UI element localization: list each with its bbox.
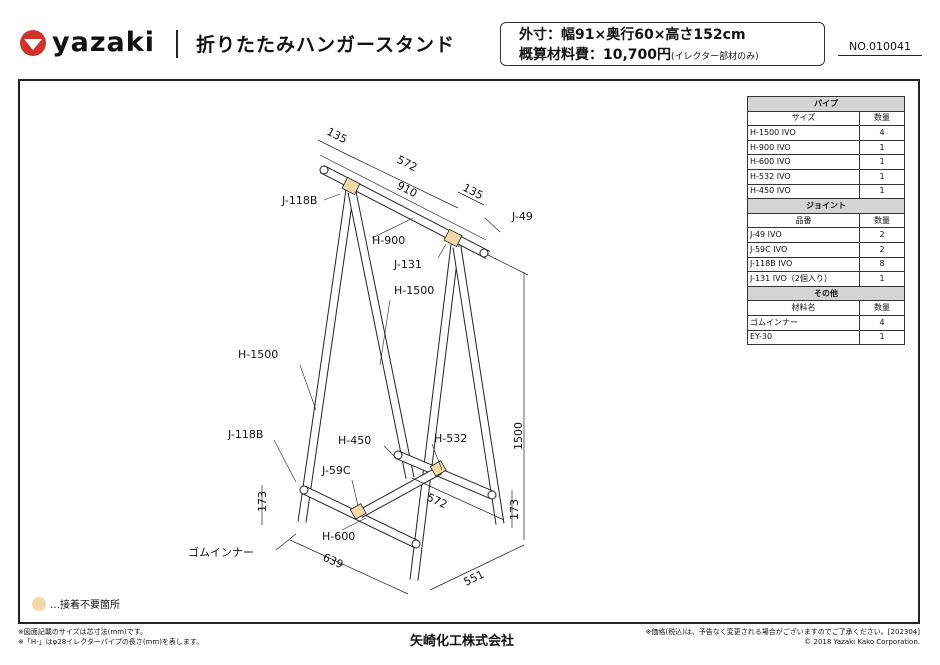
pipe-name: H-600 IVO [747,154,860,170]
other-qty: 4 [859,314,905,331]
joint-col-qty: 数量 [859,212,905,229]
drawing-frame [18,79,920,624]
footer-right: ※価格(税込)は、予告なく変更される場合がございますのでご了承ください。[202… [645,627,920,647]
dim-173-right: 173 [508,499,521,520]
label-h900: H-900 [372,234,405,247]
label-h450: H-450 [338,434,371,447]
joint-markers [299,165,497,549]
price-note: ※価格(税込)は、予告なく変更される場合がございますのでご了承ください。[202… [645,628,920,636]
company-name: 矢崎化工株式会社 [410,634,515,649]
section-pipes: パイプ [747,96,905,112]
label-rubber: ゴムインナー [188,545,254,559]
footer-notes: ※図面記載のサイズは芯寸法(mm)です。 ※「H-」はφ28イレクターパイプの長… [18,627,203,647]
other-col-material: 材料名 [747,300,860,316]
pipe-qty: 1 [859,183,905,200]
dim-1500: 1500 [512,422,525,450]
pipe-qty: 1 [859,154,905,170]
joint-j49-right [479,248,489,258]
dim-173-left: 173 [256,491,269,512]
spec-cost-note: (イレクター部材のみ) [671,52,759,62]
joint-col-part: 品番 [747,212,860,229]
spec-size: 外寸：幅91×奥行60×高さ152cm [519,27,746,43]
logo-text: yazaki [52,27,155,58]
joint-qty: 1 [859,271,905,287]
joint-j118b-b [411,539,421,549]
page-title: 折りたたみハンガースタンド [196,34,456,56]
dim-572-base: 572 [425,491,449,511]
label-j131: J-131 [393,258,422,271]
joint-j118b-d [487,490,497,500]
spec-cost-line: 概算材料費：10,700円(イレクター部材のみ) [519,45,824,67]
pipe-name: H-450 IVO [747,183,860,200]
footer-note-2: ※「H-」はφ28イレクターパイプの長さ(mm)を表します。 [18,638,204,646]
product-number: NO.010041 [838,40,922,56]
other-name: ゴムインナー [747,314,860,331]
label-h1500-right: H-1500 [394,284,434,297]
label-j49: J-49 [511,210,533,223]
dim-551: 551 [462,568,487,589]
dim-639: 639 [321,551,345,571]
copyright: © 2018 Yazaki Kako Corporation. [804,638,920,646]
joint-j59c-right [429,460,447,477]
joint-j131-right [443,228,463,248]
joint-name: J-118B IVO [747,256,860,273]
joint-j131-left [341,176,361,196]
pipe-col-size: サイズ [747,110,860,127]
joint-name: J-49 IVO [747,227,860,243]
joint-qty: 2 [859,241,905,258]
legend-dot-icon [32,596,46,611]
joint-name: J-131 IVO（2個入り） [747,271,860,287]
section-joints: ジョイント [747,198,905,214]
pipe-name: H-1500 IVO [747,125,860,141]
joint-j118b-c [393,450,403,460]
label-j118b-bottom: J-118B [227,428,263,441]
title-separator [176,30,178,58]
label-h1500-left: H-1500 [238,348,278,361]
joint-j59c-left [349,503,367,520]
joint-j118b-a [299,485,309,495]
other-qty: 1 [859,329,905,346]
section-others: その他 [747,285,905,302]
joint-j49-left [319,165,329,175]
label-j118b-top: J-118B [281,194,317,207]
other-col-qty: 数量 [859,300,905,316]
legend-text: …接着不要箇所 [50,600,120,611]
dim-135-left: 135 [325,125,350,146]
dim-572-top: 572 [395,153,420,174]
pipe-name: H-900 IVO [747,139,860,156]
dim-910: 910 [395,179,420,200]
yazaki-logo-icon [20,30,46,56]
joint-name: J-59C IVO [747,241,860,258]
pipe-qty: 1 [859,139,905,156]
footer-note-1: ※図面記載のサイズは芯寸法(mm)です。 [18,628,148,636]
pipe-name: H-532 IVO [747,168,860,185]
pipe-col-qty: 数量 [859,110,905,127]
spec-box: 外寸：幅91×奥行60×高さ152cm 概算材料費：10,700円(イレクター部… [500,22,825,66]
pipe-qty: 1 [859,168,905,185]
joint-qty: 8 [859,256,905,273]
table-row: J-131 IVO（2個入り）1 [747,271,905,287]
legend: …接着不要箇所 [32,596,120,611]
label-j59c: J-59C [321,464,351,477]
other-name: EY-30 [747,329,860,346]
label-h532: H-532 [434,432,467,445]
joint-qty: 2 [859,227,905,243]
label-h600: H-600 [322,530,355,543]
pipe-qty: 4 [859,125,905,141]
yazaki-logo: yazaki [18,28,155,58]
dim-135-right: 135 [461,181,486,202]
spec-cost: 概算材料費：10,700円 [519,47,672,63]
